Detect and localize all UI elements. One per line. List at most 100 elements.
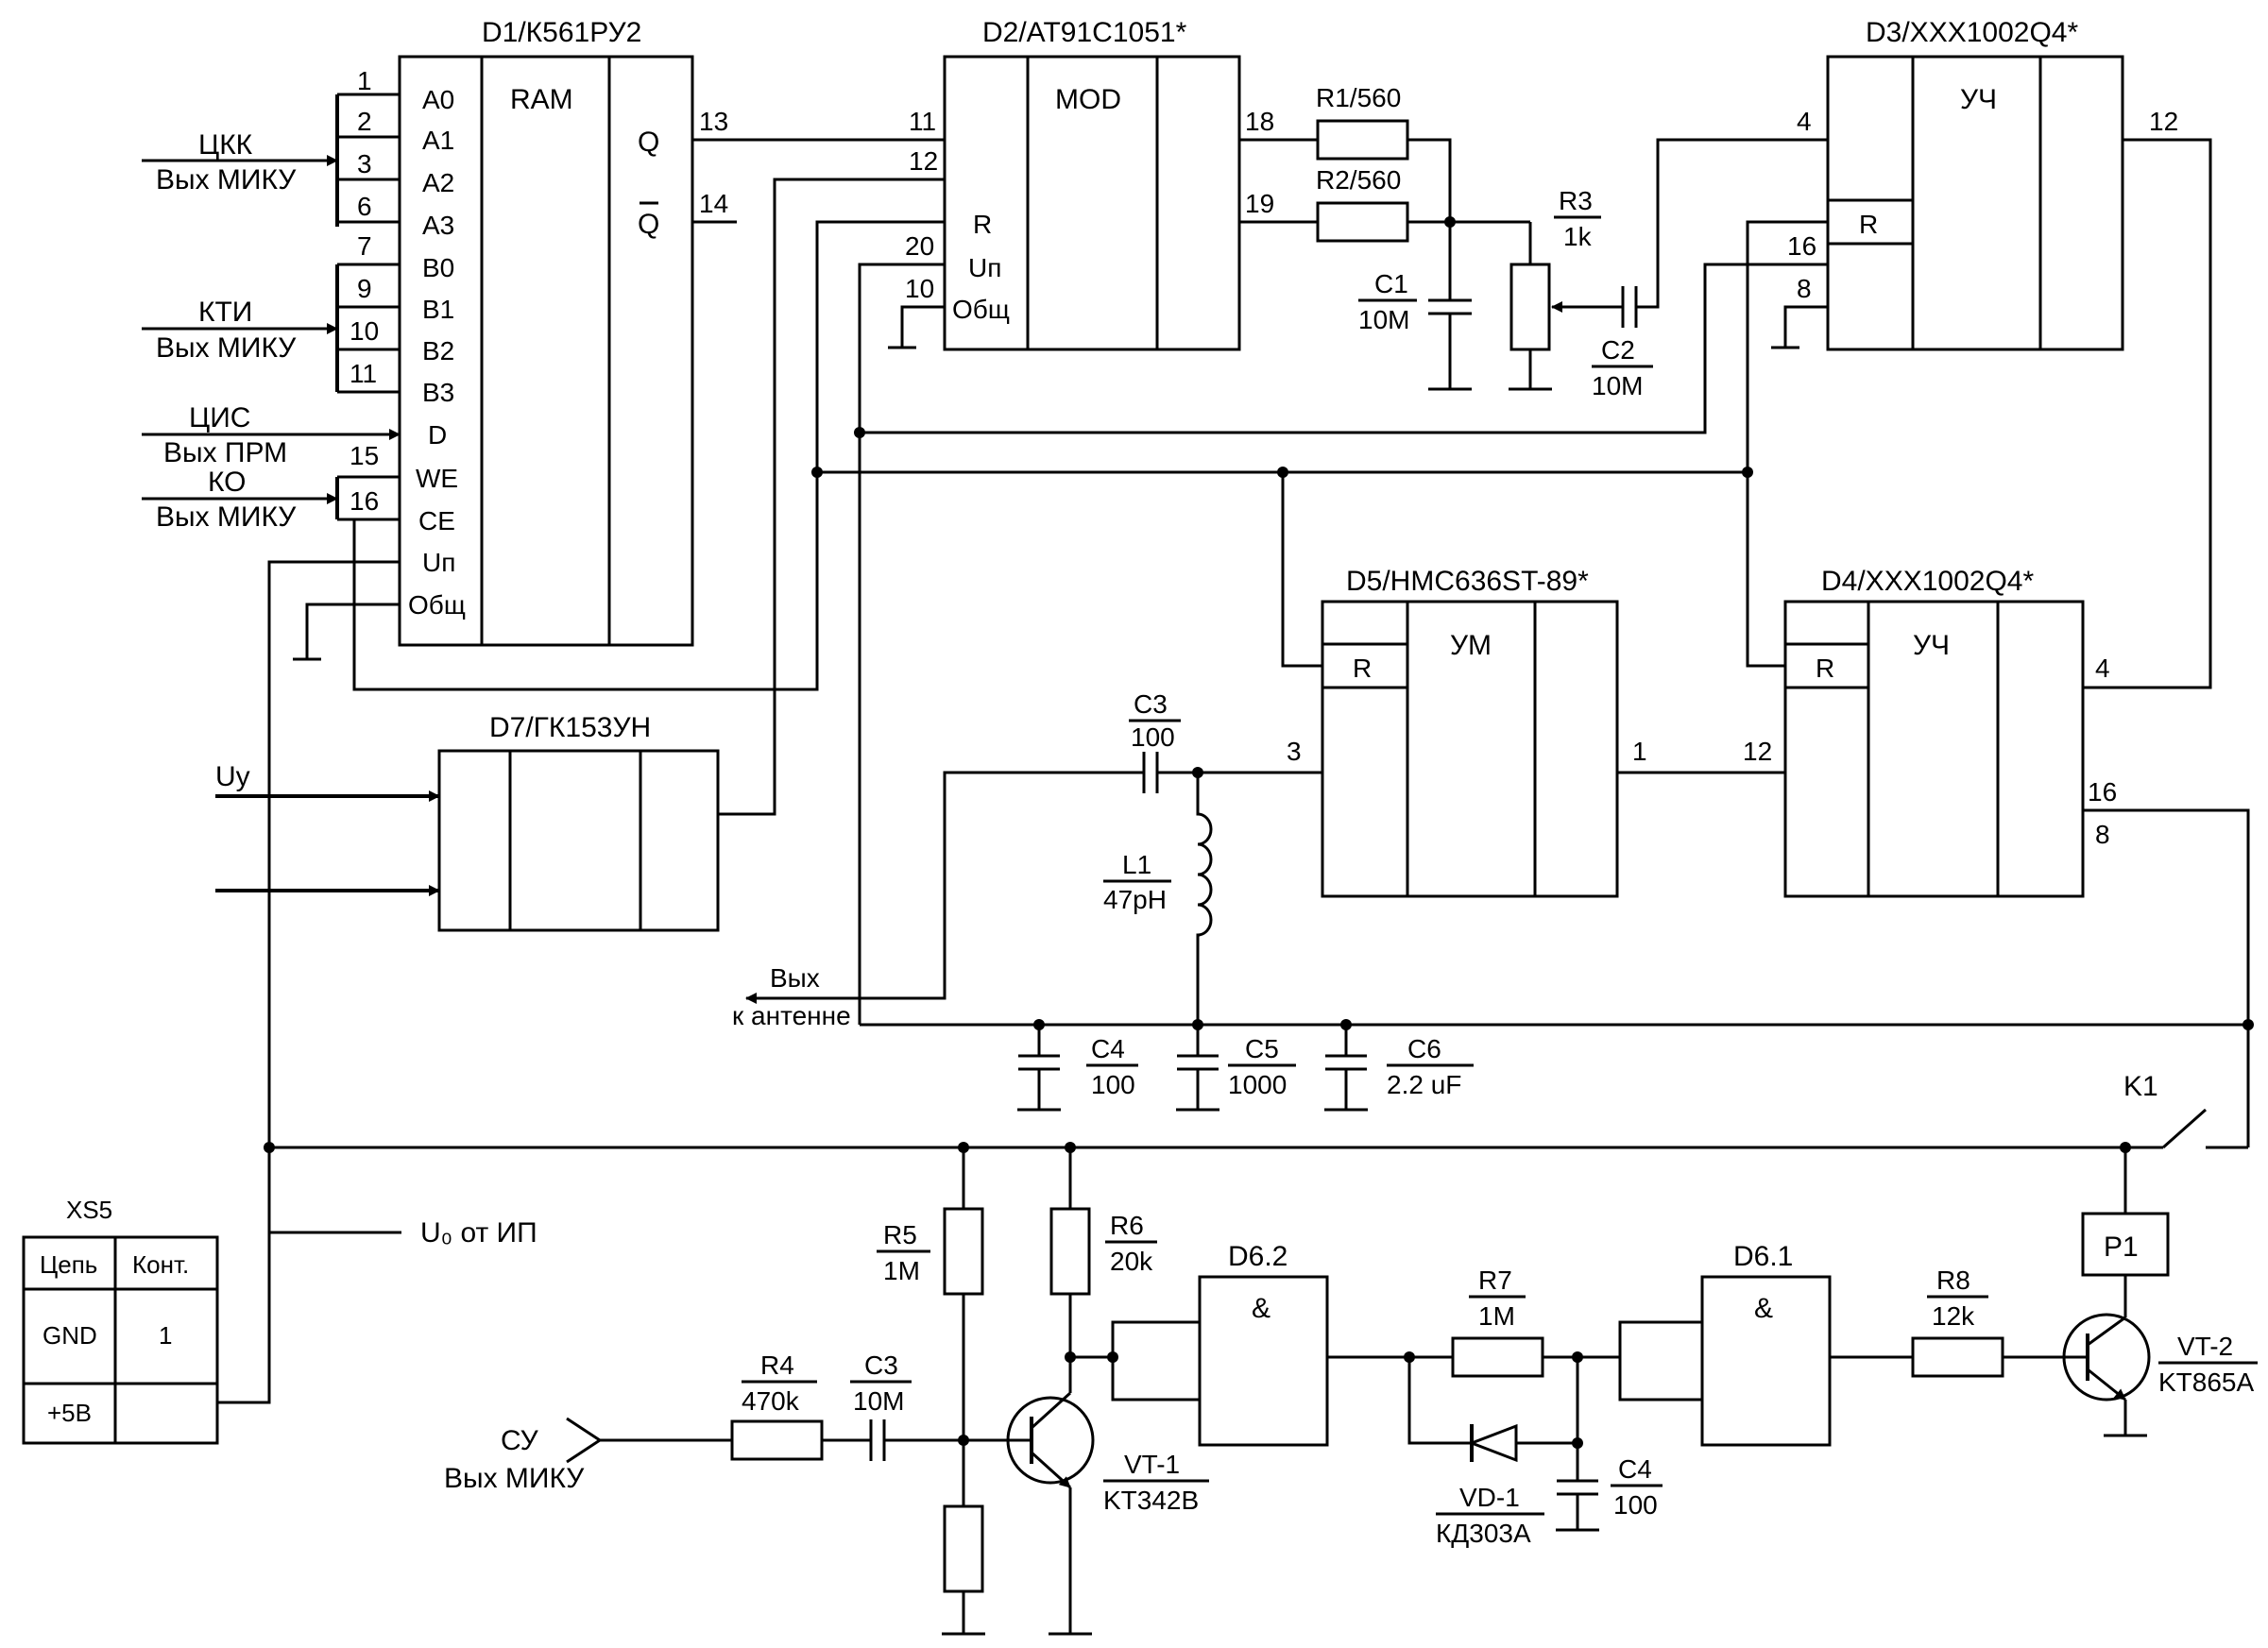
vt1-label: VT-1	[1124, 1450, 1180, 1479]
d1-pin-7: 7	[357, 231, 372, 261]
d5-pin-1: 1	[1632, 737, 1647, 766]
c1-label: C1	[1374, 269, 1408, 298]
d1-pin-16: 16	[350, 486, 379, 516]
chip-d2-mod: D2/AT91C1051* MOD R Uп Общ 11 12 20 10 1…	[773, 17, 1318, 1025]
l1-value: 47pH	[1103, 885, 1167, 914]
c5-value: 1000	[1228, 1070, 1287, 1099]
d4-func: УЧ	[1913, 630, 1950, 661]
rf-output-network: C3 100 L1 47pH Вых к антенне C4 100 C5 1…	[732, 689, 2254, 1112]
output-label-bottom: к антенне	[732, 1001, 851, 1030]
shared-buses	[811, 427, 1785, 668]
d1-label-ce: CE	[418, 506, 455, 535]
c4-timing-value: 100	[1613, 1490, 1658, 1520]
d1-label-b2: В2	[422, 336, 454, 365]
d2-pin-18: 18	[1245, 107, 1274, 136]
connector-row-5v: +5В	[47, 1399, 92, 1427]
chip-d5-amplifier: D5/HMC636ST-89* УМ R 3 1	[1287, 566, 1785, 898]
connector-xs5: XS5 Цепь Конт. GND 1 +5В	[22, 1196, 219, 1445]
d1-pin-3: 3	[357, 149, 372, 178]
c2-capacitor: C2 10M	[1592, 138, 1828, 400]
d3-label-r: R	[1859, 210, 1878, 239]
c3-rf-value: 100	[1131, 722, 1175, 752]
r7-value: 1M	[1478, 1301, 1515, 1331]
d3-pin-12: 12	[2149, 107, 2178, 136]
d5-title: D5/HMC636ST-89*	[1346, 566, 1589, 597]
d1-label-b0: В0	[422, 253, 454, 282]
d2-title: D2/AT91C1051*	[982, 17, 1187, 48]
d2-pin-12: 12	[909, 146, 938, 176]
c3-rf-label: C3	[1134, 689, 1168, 719]
c4-rf-label: C4	[1091, 1034, 1125, 1063]
r6-label: R6	[1110, 1211, 1144, 1240]
input-kti-source: Вых МИКУ	[156, 332, 297, 364]
d2-label-gnd: Общ	[952, 295, 1010, 324]
connector-header-contact: Конт.	[132, 1250, 189, 1279]
r8-value: 12k	[1932, 1301, 1975, 1331]
d1-label-up: Uп	[422, 548, 455, 577]
r1-label: R1/560	[1316, 83, 1401, 112]
chip-d7-generator: D7/ГК153УН Uу	[215, 689, 776, 932]
r1-resistor: R1/560	[1316, 83, 1452, 222]
d1-label-a0: А0	[422, 85, 454, 114]
d1-pin-13: 13	[699, 107, 728, 136]
r4-label: R4	[760, 1351, 794, 1380]
r5-label: R5	[883, 1220, 917, 1249]
input-ckk-source: Вых МИКУ	[156, 164, 297, 195]
r2-resistor: R2/560	[1316, 165, 1530, 243]
d1-label-a1: А1	[422, 126, 454, 155]
d1-label-b3: В3	[422, 378, 454, 407]
vt1-value: KT342B	[1103, 1486, 1199, 1515]
r7-label: R7	[1478, 1266, 1512, 1295]
r3-potentiometer: R3 1k	[1509, 186, 1606, 391]
d5-func: УМ	[1450, 630, 1492, 661]
d3-pin-4: 4	[1797, 107, 1812, 136]
d2-label-r: R	[973, 210, 992, 239]
control-circuit: СУ Вых МИКУ R4 470k C3 10M R5 1M R6 20k …	[444, 1147, 2258, 1636]
relay-p1-label: P1	[2104, 1232, 2139, 1263]
input-ko-source: Вых МИКУ	[156, 501, 297, 533]
chip-d1-ram: D1/К561РУ2 RAM А0 А1 А2 А3 В0 В1 В2 В3 D…	[335, 17, 945, 647]
r8-label: R8	[1936, 1266, 1970, 1295]
c1-value: 10M	[1358, 305, 1409, 334]
r3-label: R3	[1559, 186, 1593, 215]
vd1-label: VD-1	[1459, 1483, 1520, 1512]
r5-value: 1M	[883, 1256, 920, 1285]
d4-title: D4/XXX1002Q4*	[1821, 566, 2034, 597]
d4-pin-4: 4	[2095, 654, 2110, 683]
d4-pin-8: 8	[2095, 820, 2110, 849]
d3-pin-16: 16	[1787, 231, 1816, 261]
d1-label-b1: В1	[422, 295, 454, 324]
d62-title: D6.2	[1228, 1241, 1287, 1272]
chip-d3: D3/XXX1002Q4* УЧ R 4 16 8 12	[860, 17, 2212, 689]
d61-func: &	[1754, 1293, 1773, 1324]
d1-pin-6: 6	[357, 192, 372, 221]
connector-row-gnd-contact: 1	[159, 1321, 172, 1350]
d1-pin-9: 9	[357, 274, 372, 303]
d1-label-nq: Q	[638, 209, 659, 240]
d62-func: &	[1252, 1293, 1270, 1324]
vt2-label: VT-2	[2177, 1332, 2233, 1361]
relay-k1-label: K1	[2123, 1071, 2158, 1102]
r2-label: R2/560	[1316, 165, 1401, 195]
power-u0-label: U₀ от ИП	[420, 1217, 537, 1249]
d2-label-up: Uп	[968, 253, 1001, 282]
d2-func: MOD	[1055, 84, 1121, 115]
c3-coupling-label: C3	[864, 1351, 898, 1380]
input-uy-label: Uу	[215, 761, 250, 792]
connector-header-circuit: Цепь	[40, 1250, 97, 1279]
d1-label-a3: А3	[422, 211, 454, 240]
input-ckk-label: ЦКК	[198, 129, 253, 161]
d1-pin-14: 14	[699, 189, 728, 218]
output-label-top: Вых	[770, 963, 820, 993]
d1-label-d: D	[428, 420, 447, 450]
d1-pin-1: 1	[357, 66, 372, 95]
d3-func: УЧ	[1960, 84, 1997, 115]
d1-pin-15: 15	[350, 441, 379, 470]
d7-title: D7/ГК153УН	[489, 712, 651, 743]
d1-pin-2: 2	[357, 107, 372, 136]
d5-label-r: R	[1353, 654, 1372, 683]
d2-pin-20: 20	[905, 231, 934, 261]
d1-func: RAM	[510, 84, 573, 115]
vt2-value: KT865A	[2158, 1368, 2254, 1397]
input-cis-label: ЦИС	[189, 402, 250, 433]
